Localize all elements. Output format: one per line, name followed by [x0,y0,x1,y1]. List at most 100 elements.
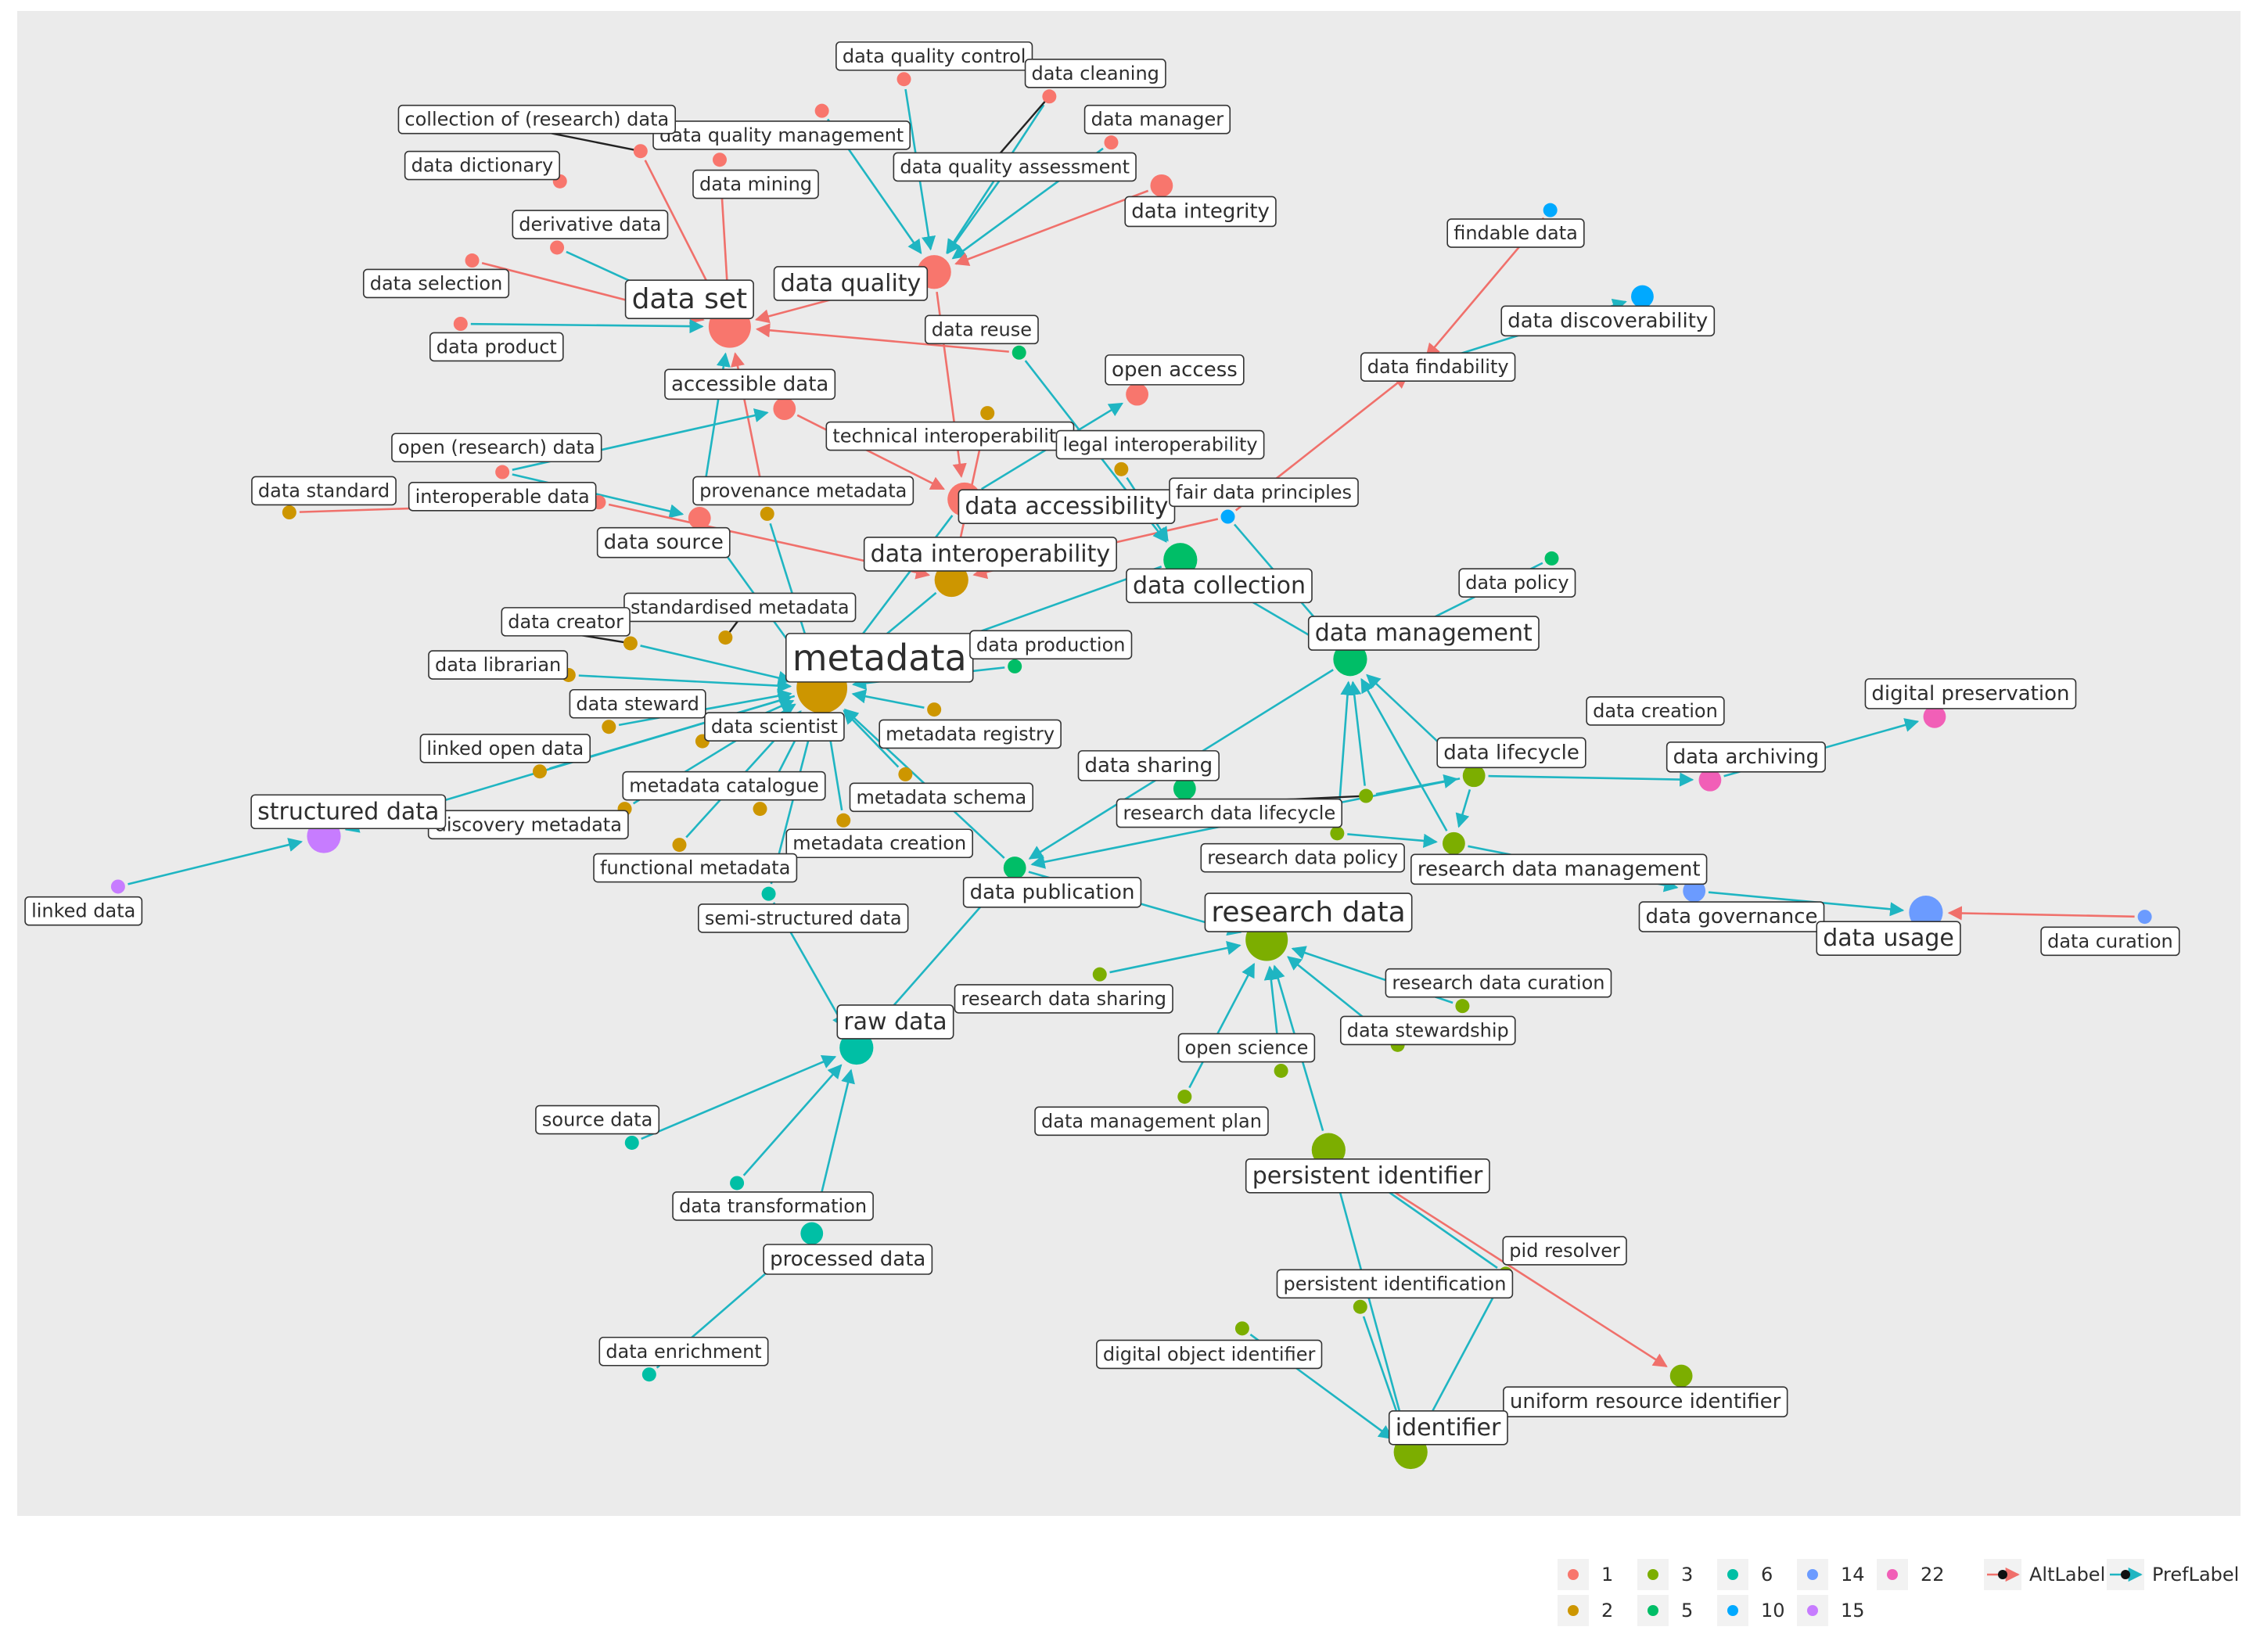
node-linked-data[interactable] [110,879,125,894]
node-data-lifecycle[interactable] [1462,764,1486,788]
node-data-publication[interactable] [1003,857,1026,879]
node-derivative-data[interactable] [550,240,565,255]
node-open-science[interactable] [1274,1063,1288,1078]
node-source-data[interactable] [624,1135,639,1150]
node-data-usage[interactable] [1909,895,1943,930]
node-data-management[interactable] [1333,642,1367,677]
node-data-product[interactable] [453,317,468,331]
label-structured-data: structured data [250,794,447,830]
label-text-data-governance: data governance [1645,905,1817,928]
node-linked-open-data[interactable] [533,764,547,779]
label-data-manager: data manager [1083,104,1231,135]
node-persistent-identifier[interactable] [1311,1133,1346,1167]
node-research-data-policy[interactable] [1330,826,1345,841]
node-semi-structured-data[interactable] [761,886,776,901]
edge-data-lifecycle-to-research-data-management [1455,789,1471,828]
node-data-policy[interactable] [1544,551,1559,566]
node-research-data-lifecycle[interactable] [1359,788,1374,803]
node-open-access[interactable] [1126,382,1148,406]
label-text-accessible-data: accessible data [671,372,828,396]
label-data-set: data set [624,279,754,320]
node-data-manager[interactable] [1104,135,1119,150]
label-pid-resolver: pid resolver [1502,1236,1627,1266]
edge-data-reuse-to-data-set [755,323,1009,353]
node-data-governance[interactable] [1683,879,1706,903]
label-text-open-research-data: open (research) data [398,436,595,458]
label-text-provenance-metadata: provenance metadata [699,479,907,501]
node-metadata-schema[interactable] [898,767,913,781]
node-data-archiving[interactable] [1698,768,1722,792]
node-research-data-management[interactable] [1443,831,1465,855]
legend-swatch-5 [1648,1605,1658,1616]
node-data-cleaning[interactable] [1042,89,1057,104]
node-data-mining[interactable] [713,153,727,167]
node-processed-data[interactable] [800,1222,824,1245]
node-data-sharing[interactable] [1173,777,1196,800]
node-persistent-identification[interactable] [1353,1299,1367,1314]
label-text-metadata-creation: metadata creation [792,832,966,854]
label-persistent-identifier: persistent identifier [1245,1158,1490,1194]
label-text-data-sharing: data sharing [1084,754,1213,778]
node-raw-data[interactable] [839,1030,874,1065]
legend-label-14: 14 [1841,1564,1865,1586]
label-text-standardised-metadata: standardised metadata [631,596,850,618]
node-uniform-resource-identifier[interactable] [1669,1364,1693,1388]
label-text-data-transformation: data transformation [679,1195,867,1217]
node-data-management-plan[interactable] [1177,1090,1192,1104]
node-data-curation[interactable] [2137,910,2152,925]
label-data-product: data product [429,332,564,362]
node-provenance-metadata[interactable] [760,506,774,521]
label-data-production: data production [969,630,1133,660]
node-fair-data-principles[interactable] [1220,509,1235,524]
label-text-semi-structured-data: semi-structured data [705,907,902,929]
label-semi-structured-data: semi-structured data [698,903,909,933]
label-data-accessibility: data accessibility [958,489,1176,524]
node-data-standard[interactable] [282,505,296,520]
node-legal-interoperability[interactable] [1114,461,1129,476]
node-data-enrichment[interactable] [641,1367,656,1382]
node-digital-preservation[interactable] [1923,705,1946,728]
node-accessible-data[interactable] [773,397,796,420]
label-text-data-dictionary: data dictionary [411,155,554,177]
node-collection-of-research-data[interactable] [633,144,648,159]
label-linked-open-data: linked open data [419,733,591,763]
node-open-research-data[interactable] [495,465,510,479]
node-data-quality-management[interactable] [814,103,829,118]
label-text-data-selection: data selection [370,272,503,294]
node-data-integrity[interactable] [1150,174,1173,197]
node-data-transformation[interactable] [730,1176,745,1191]
label-text-data-reuse: data reuse [932,318,1032,340]
legend-edge-label-alt: AltLabel [2029,1564,2105,1586]
label-open-science: open science [1177,1032,1316,1063]
node-data-production[interactable] [1008,659,1022,673]
label-data-source: data source [596,526,731,558]
node-data-quality-control[interactable] [897,72,911,87]
label-data-standard: data standard [251,476,397,506]
node-data-collection[interactable] [1163,543,1198,577]
node-digital-object-identifier[interactable] [1234,1321,1249,1336]
node-functional-metadata[interactable] [672,838,687,853]
label-findable-data: findable data [1446,218,1585,248]
edge-data-management-plan-to-research-data [1188,962,1256,1089]
node-data-steward[interactable] [602,720,616,734]
node-data-creator[interactable] [623,636,638,651]
node-data-selection[interactable] [465,253,480,268]
node-metadata-creation[interactable] [836,813,851,828]
label-identifier: identifier [1388,1410,1508,1446]
label-derivative-data: derivative data [512,210,669,239]
node-metadata-registry[interactable] [927,702,942,717]
node-metadata-catalogue[interactable] [753,802,767,817]
label-text-data-publication: data publication [970,881,1135,904]
node-data-source[interactable] [688,507,711,530]
node-technical-interoperability[interactable] [980,406,995,421]
edge-data-product-to-data-set [470,319,704,334]
node-data-reuse[interactable] [1012,345,1026,360]
node-findable-data[interactable] [1543,203,1558,217]
node-research-data-sharing[interactable] [1092,967,1107,982]
label-text-metadata-registry: metadata registry [886,723,1055,745]
node-standardised-metadata[interactable] [718,630,733,645]
node-data-interoperability[interactable] [934,562,968,598]
node-research-data-curation[interactable] [1455,999,1470,1014]
legend-label-6: 6 [1761,1564,1773,1586]
node-data-discoverability[interactable] [1631,285,1654,308]
